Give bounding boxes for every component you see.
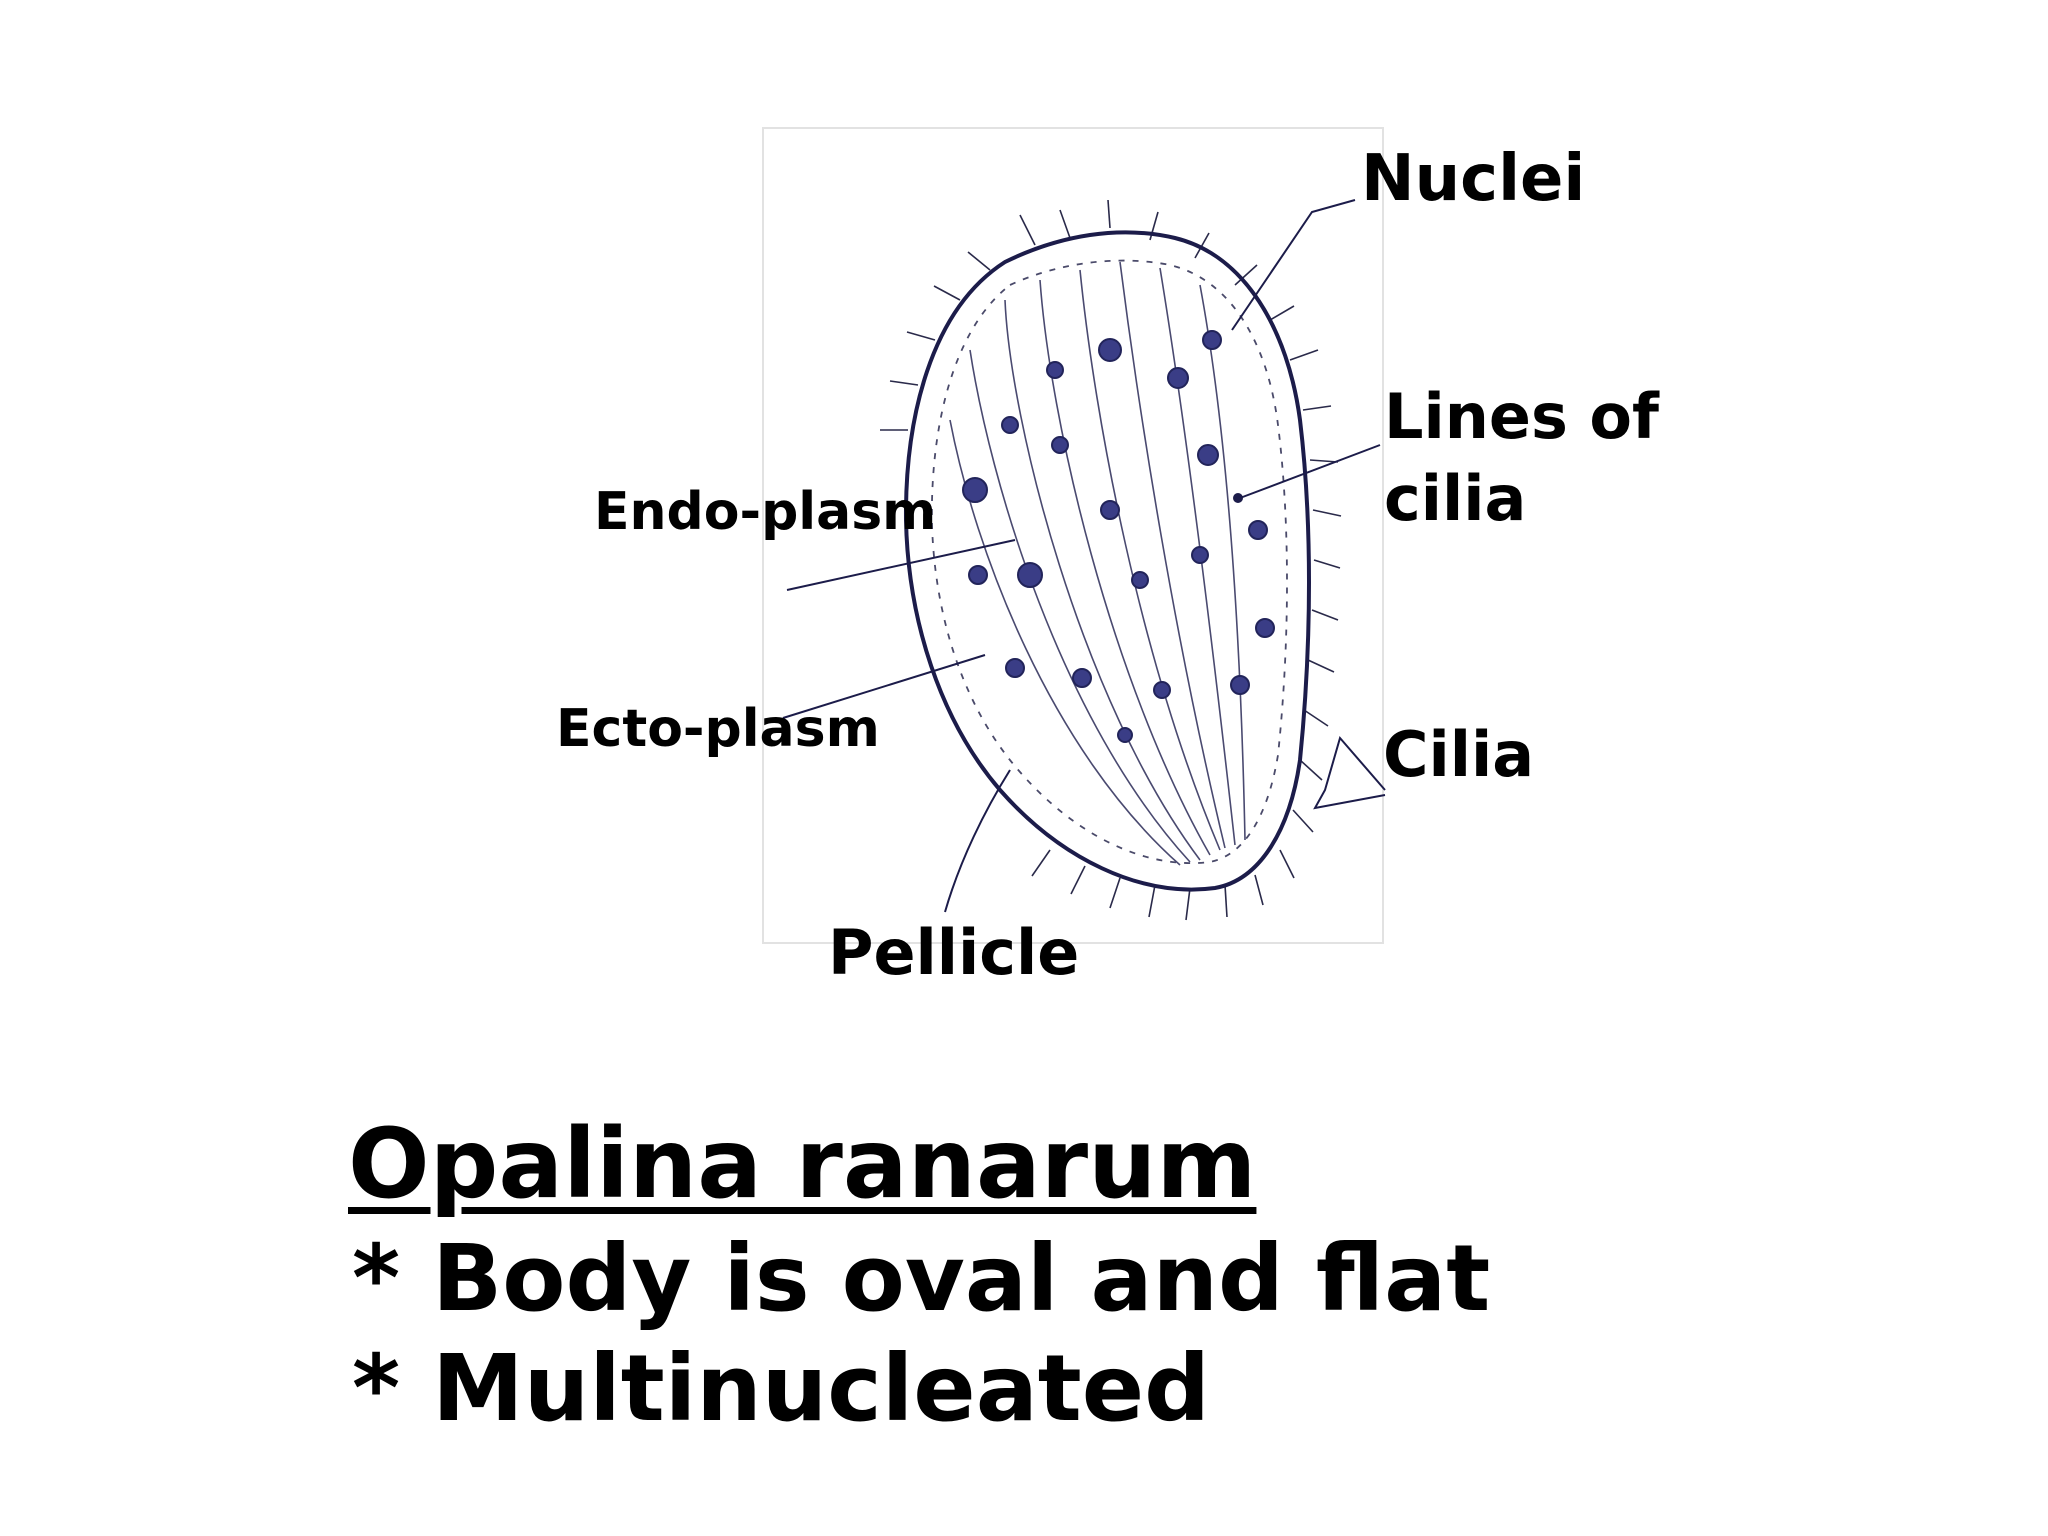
nucleus <box>1255 618 1275 638</box>
label-nuclei: Nuclei <box>1361 142 1586 216</box>
nucleus <box>1072 668 1092 688</box>
nucleus <box>1230 675 1250 695</box>
nucleus <box>1046 361 1064 379</box>
ectoplasm-leader <box>782 654 986 719</box>
leader-lines <box>782 199 1386 913</box>
nucleus <box>1051 436 1069 454</box>
bullet-body-shape: * Body is oval and flat <box>352 1225 1491 1332</box>
nucleus <box>1131 571 1149 589</box>
label-lines-of-cilia-line2: cilia <box>1384 462 1527 536</box>
nucleus <box>1117 727 1133 743</box>
species-title: Opalina ranarum <box>348 1108 1257 1220</box>
nucleus <box>1153 681 1171 699</box>
nucleus <box>1005 658 1025 678</box>
label-cilia: Cilia <box>1383 718 1535 791</box>
nuclei-group <box>962 330 1275 743</box>
nucleus <box>962 477 988 503</box>
nucleus <box>1001 416 1019 434</box>
label-pellicle: Pellicle <box>828 916 1080 989</box>
nucleus <box>1098 338 1122 362</box>
nucleus <box>1100 500 1120 520</box>
cilia-hairs <box>880 199 1342 921</box>
nucleus <box>1017 562 1043 588</box>
nucleus <box>968 565 988 585</box>
label-lines-of-cilia: Lines of cilia <box>1384 376 1659 541</box>
nucleus <box>1202 330 1222 350</box>
nucleus <box>1191 546 1209 564</box>
label-ectoplasm: Ecto-plasm <box>556 699 880 759</box>
image-frame <box>762 127 1384 944</box>
lines-of-cilia <box>949 261 1246 866</box>
nucleus <box>1167 367 1189 389</box>
pellicle-leader <box>944 769 1011 913</box>
cilia-leader <box>1313 735 1386 810</box>
nucleus <box>1197 444 1219 466</box>
bullet-multinucleated: * Multinucleated <box>352 1335 1211 1442</box>
pellicle-outline <box>903 230 1311 892</box>
label-endoplasm: Endo-plasm <box>594 482 937 542</box>
lines-of-cilia-leader-dot <box>1233 493 1243 503</box>
nucleus <box>1248 520 1268 540</box>
label-lines-of-cilia-line1: Lines of <box>1384 380 1660 453</box>
endoplasm-leader <box>786 539 1016 591</box>
nuclei-leader <box>1231 199 1356 331</box>
lines-of-cilia-leader <box>1239 444 1381 499</box>
